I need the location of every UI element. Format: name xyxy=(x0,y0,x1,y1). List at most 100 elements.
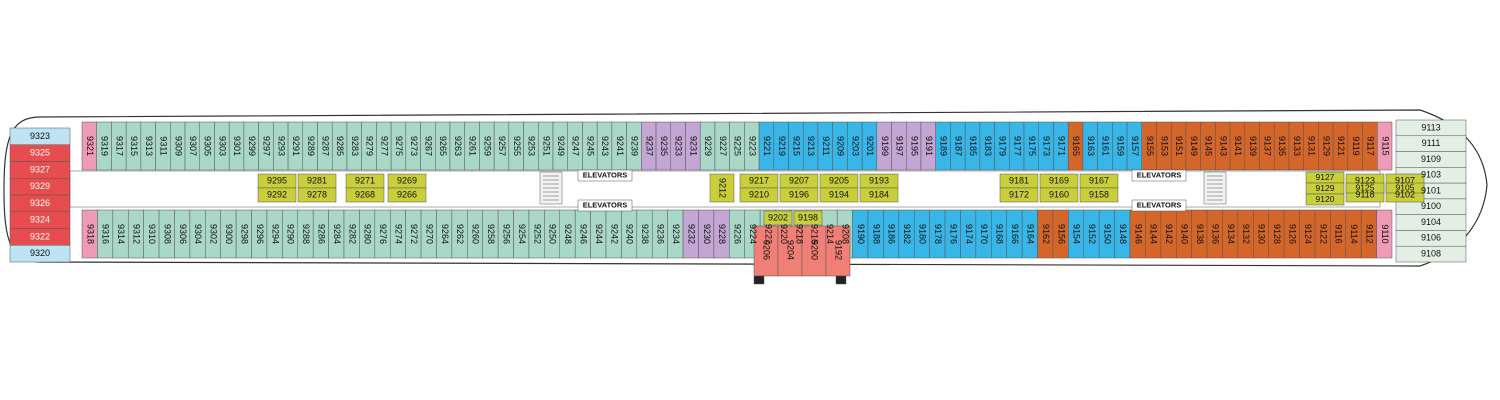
top-cabin-number: 9267 xyxy=(424,136,434,156)
forward-cabin-number: 9111 xyxy=(1422,138,1441,148)
bottom-cabin-number: 9188 xyxy=(871,224,881,244)
bottom-cabin-number: 9122 xyxy=(1318,224,1328,244)
bottom-cabin-number: 9136 xyxy=(1210,224,1220,244)
top-cabin-number: 9215 xyxy=(792,136,802,156)
aft-cabin-number: 9320 xyxy=(30,248,50,258)
bottom-cabin-number: 9274 xyxy=(394,224,404,244)
top-cabin-number: 9233 xyxy=(674,136,684,156)
elevator-bank xyxy=(1131,169,1187,182)
bottom-cabin-number: 9224 xyxy=(748,224,758,244)
top-cabin-number: 9265 xyxy=(438,136,448,156)
inner-cabin-number: 9129 xyxy=(1316,183,1335,193)
bottom-cabin-number: 9246 xyxy=(579,224,589,244)
top-cabin-number: 9245 xyxy=(585,136,595,156)
bottom-cabin-number: 9166 xyxy=(1010,224,1020,244)
top-cabin-number: 9159 xyxy=(1115,136,1125,156)
inner-cabin xyxy=(709,173,735,203)
bottom-cabin xyxy=(1376,209,1393,259)
bottom-cabin-number: 9286 xyxy=(317,224,327,244)
bottom-cabin-number: 9290 xyxy=(286,224,296,244)
midship-cabin xyxy=(793,210,823,226)
bottom-cabin-number: 9296 xyxy=(255,224,265,244)
top-cabin-number: 9135 xyxy=(1277,136,1287,156)
bottom-cabin-number: 9234 xyxy=(671,224,681,244)
top-cabin-number: 9311 xyxy=(159,136,169,155)
top-cabin-number: 9225 xyxy=(733,136,743,156)
top-cabin-number: 9319 xyxy=(100,136,110,156)
inner-cabin xyxy=(1385,182,1425,194)
bottom-cabin-number: 9230 xyxy=(702,224,712,244)
midship-cabin-number: 9192 xyxy=(834,240,844,260)
top-cabin-number: 9283 xyxy=(350,136,360,156)
top-cabin-number: 9185 xyxy=(968,136,978,156)
top-cabin-number: 9301 xyxy=(232,136,242,156)
bottom-cabin-number: 9258 xyxy=(486,224,496,244)
bottom-cabin-number: 9242 xyxy=(609,224,619,244)
top-cabin-number: 9183 xyxy=(983,136,993,156)
aft-cabin-number: 9329 xyxy=(30,181,50,191)
top-cabin-number: 9173 xyxy=(1042,136,1052,156)
inner-cabin xyxy=(297,187,337,203)
bottom-cabin-number: 9214 xyxy=(825,224,835,244)
top-cabin-number: 9223 xyxy=(747,136,757,156)
bottom-cabin-number: 9146 xyxy=(1133,224,1143,244)
forward-cabin-number: 9100 xyxy=(1421,201,1441,211)
top-cabin-number: 9237 xyxy=(644,136,654,156)
bottom-cabin-number: 9142 xyxy=(1164,224,1174,244)
bottom-cabin-number: 9318 xyxy=(85,224,95,244)
bottom-cabin-number: 9238 xyxy=(640,224,650,244)
inner-cabin-number: 9292 xyxy=(267,189,287,199)
top-cabin-number: 9149 xyxy=(1189,136,1199,156)
aft-cabin-number: 9326 xyxy=(30,198,50,208)
aft-cabin xyxy=(9,245,71,263)
bottom-cabin-number: 9306 xyxy=(178,224,188,244)
bottom-cabin-number: 9124 xyxy=(1303,224,1313,244)
bottom-cabin-number: 9252 xyxy=(532,224,542,244)
inner-cabin-number: 9207 xyxy=(789,175,809,185)
top-cabin-number: 9115 xyxy=(1380,136,1390,155)
elevator-label: ELEVATORS xyxy=(583,170,628,179)
inner-cabin-number: 9278 xyxy=(307,189,327,199)
top-cabin-number: 9247 xyxy=(571,136,581,156)
bottom-cabin-number: 9270 xyxy=(424,224,434,244)
bottom-cabin-number: 9130 xyxy=(1257,224,1267,244)
inner-cabin-number: 9194 xyxy=(829,189,849,199)
midship-cabin xyxy=(763,210,793,226)
midship-cabin xyxy=(801,225,827,277)
top-cabin-number: 9277 xyxy=(379,136,389,156)
inner-cabin-number: 9102 xyxy=(1395,189,1415,199)
top-cabin-number: 9257 xyxy=(497,136,507,156)
inner-cabin-number: 9172 xyxy=(1009,189,1029,199)
forward-cabin-number: 9103 xyxy=(1421,170,1441,180)
bottom-cabin-number: 9226 xyxy=(733,224,743,244)
bottom-cabin-number: 9216 xyxy=(810,224,820,244)
bottom-cabin-number: 9180 xyxy=(918,224,928,244)
bottom-cabin-number: 9262 xyxy=(455,224,465,244)
top-cabin-number: 9249 xyxy=(556,136,566,156)
bottom-cabin-number: 9272 xyxy=(409,224,419,244)
inner-cabin-number: 9125 xyxy=(1356,182,1375,192)
bottom-cabin-number: 9256 xyxy=(501,224,511,244)
midship-cabin-number: 9200 xyxy=(810,240,820,260)
bottom-cabin-number: 9304 xyxy=(193,224,203,244)
bottom-cabin-number: 9144 xyxy=(1149,224,1159,244)
bottom-cabin-number: 9156 xyxy=(1056,224,1066,244)
elevator-label: ELEVATORS xyxy=(1137,200,1182,209)
bottom-cabin-number: 9240 xyxy=(625,224,635,244)
inner-cabin-number: 9160 xyxy=(1049,189,1069,199)
bottom-cabin-number: 9232 xyxy=(686,224,696,244)
inner-cabin-number: 9158 xyxy=(1089,189,1109,199)
top-cabin-number: 9189 xyxy=(939,136,949,156)
top-cabin-number: 9201 xyxy=(865,136,875,156)
top-cabin-number: 9297 xyxy=(262,136,272,156)
bottom-cabin-number: 9294 xyxy=(270,224,280,244)
top-cabin-number: 9199 xyxy=(880,136,890,156)
midship-cabin-number: 9202 xyxy=(768,212,788,222)
top-cabin-number: 9171 xyxy=(1056,136,1066,156)
top-cabin-number: 9263 xyxy=(453,136,463,156)
inner-cabin xyxy=(819,187,859,203)
inner-cabin xyxy=(1305,193,1345,206)
midship-cabin-number: 9204 xyxy=(786,240,796,260)
bottom-cabin-number: 9128 xyxy=(1272,224,1282,244)
